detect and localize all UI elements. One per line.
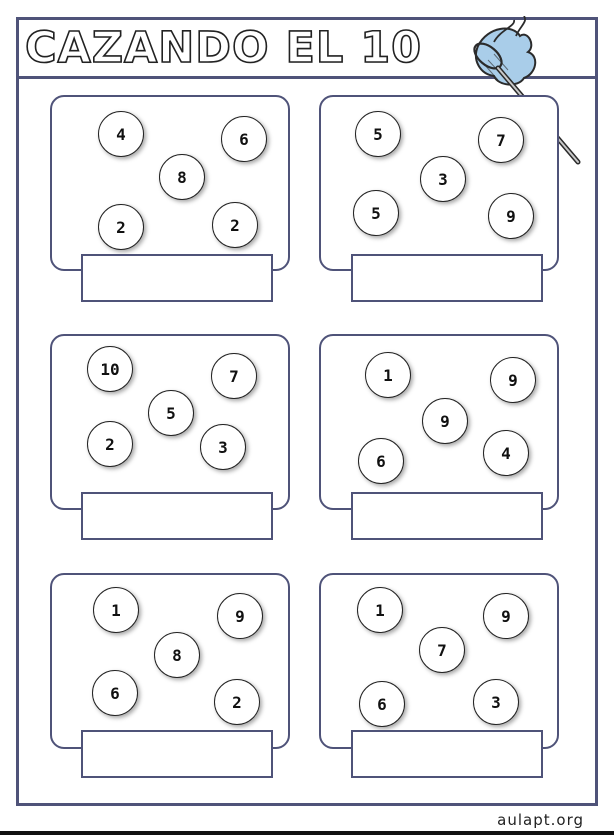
title-band: CAZANDO EL 10: [19, 20, 595, 79]
number-ball: 6: [221, 116, 267, 162]
number-ball: 2: [87, 421, 133, 467]
number-ball: 3: [420, 156, 466, 202]
number-ball: 8: [159, 154, 205, 200]
number-ball: 4: [98, 111, 144, 157]
number-ball: 7: [419, 627, 465, 673]
page-title: CAZANDO EL 10: [24, 22, 423, 74]
answer-box[interactable]: [351, 492, 543, 540]
number-ball: 6: [359, 681, 405, 727]
number-ball: 7: [478, 117, 524, 163]
bottom-bar: [0, 831, 614, 835]
number-ball: 5: [148, 390, 194, 436]
answer-box[interactable]: [81, 254, 273, 302]
number-ball: 3: [473, 679, 519, 725]
site-credit: aulapt.org: [497, 811, 584, 829]
number-ball: 10: [87, 346, 133, 392]
number-ball: 8: [154, 632, 200, 678]
number-ball: 2: [98, 204, 144, 250]
number-ball: 5: [355, 111, 401, 157]
number-ball: 7: [211, 353, 257, 399]
number-ball: 3: [200, 424, 246, 470]
number-ball: 9: [488, 193, 534, 239]
number-ball: 6: [92, 670, 138, 716]
number-ball: 6: [358, 438, 404, 484]
answer-box[interactable]: [351, 254, 543, 302]
answer-box[interactable]: [81, 492, 273, 540]
answer-box[interactable]: [81, 730, 273, 778]
number-ball: 9: [483, 593, 529, 639]
number-ball: 1: [93, 587, 139, 633]
answer-box[interactable]: [351, 730, 543, 778]
number-ball: 9: [217, 593, 263, 639]
number-ball: 2: [212, 202, 258, 248]
number-ball: 2: [214, 679, 260, 725]
number-ball: 1: [357, 587, 403, 633]
number-ball: 1: [365, 352, 411, 398]
number-ball: 4: [483, 430, 529, 476]
number-ball: 9: [490, 357, 536, 403]
number-ball: 5: [353, 190, 399, 236]
number-ball: 9: [422, 398, 468, 444]
